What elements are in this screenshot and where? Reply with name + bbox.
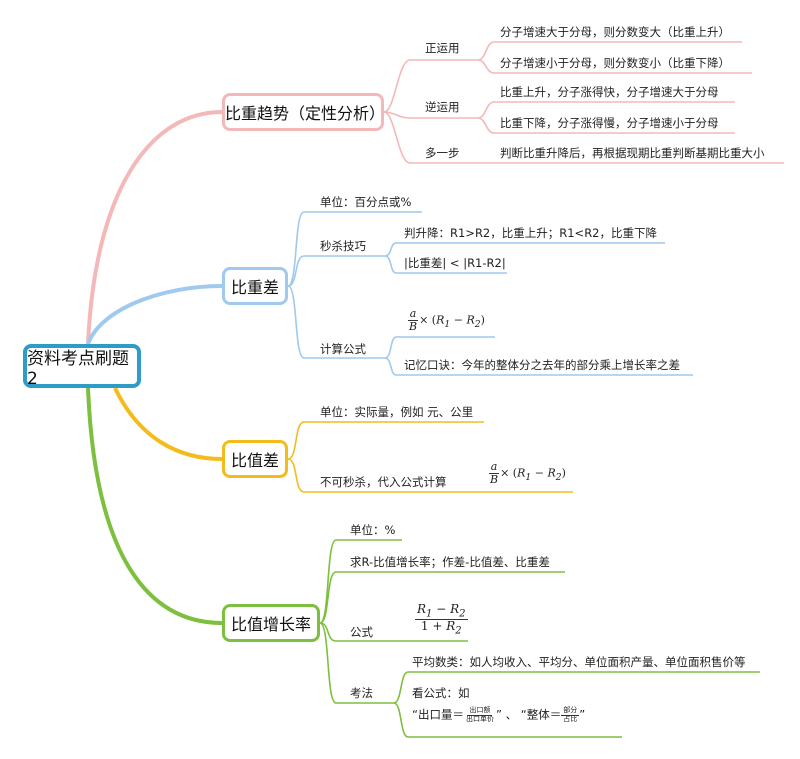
fraction-denominator: 1 + R2: [420, 619, 462, 637]
fraction-numerator: a: [407, 307, 419, 322]
trend-reverse-label[interactable]: 逆运用: [425, 100, 460, 114]
fraction-numerator: R1 − R2: [415, 602, 468, 621]
diff-formula-label[interactable]: 计算公式: [320, 342, 366, 356]
ratio-growth-node[interactable]: 比值增长率: [222, 604, 320, 642]
diff-trick-label[interactable]: 秒杀技巧: [320, 239, 366, 253]
ratio-diff-node[interactable]: 比值差: [222, 440, 288, 478]
fraction-denominator: 占比: [563, 714, 578, 723]
ratio-diff-label: 比值差: [230, 451, 279, 470]
fraction-denominator: 出口单价: [465, 714, 494, 723]
trend-reverse-item[interactable]: 比重上升，分子涨得快，分子增速大于分母: [500, 85, 719, 99]
diff-trick-item[interactable]: 判升降：R1>R2，比重上升；R1<R2，比重下降: [404, 226, 657, 240]
diff-unit[interactable]: 单位：百分点或%: [320, 195, 412, 209]
example-separator: 、: [505, 707, 518, 722]
ratio-growth-links: [319, 539, 760, 738]
fraction: a B: [407, 307, 419, 334]
expr-r2-sub: 2: [555, 471, 562, 483]
fraction-numerator: 部分: [561, 706, 580, 716]
expr-r1: R: [517, 466, 526, 480]
trend-reverse-item[interactable]: 比重下降，分子涨得慢，分子增速小于分母: [500, 116, 719, 130]
ratio-growth-formula-expr[interactable]: R1 − R2 1 + R2: [415, 602, 468, 637]
diff-node[interactable]: 比重差: [222, 267, 288, 305]
ratio-growth-exam-label[interactable]: 考法: [350, 686, 373, 700]
diff-formula-expr[interactable]: a B × (R1 − R2): [407, 307, 485, 334]
fraction: 出口额出口单价: [464, 706, 496, 723]
expr-r1-sub: 1: [444, 318, 451, 330]
ratio-diff-unit[interactable]: 单位：实际量，例如 元、公里: [320, 405, 474, 419]
root-node[interactable]: 资料考点刷题2: [23, 344, 141, 389]
ratio-growth-exam-see[interactable]: 看公式：如: [412, 686, 470, 700]
expr-open: × (: [419, 313, 437, 327]
example-open: “整体＝: [520, 707, 562, 722]
link-root-ratio-diff: [113, 387, 223, 461]
expr-minus: −: [450, 313, 467, 327]
ratio-growth-unit[interactable]: 单位：%: [350, 523, 396, 537]
diff-links: [287, 211, 693, 376]
expr-r2-sub: 2: [474, 318, 481, 330]
fraction-denominator: B: [490, 473, 499, 487]
expr-close: ): [561, 466, 566, 480]
example-open: “出口量＝: [412, 707, 464, 722]
expr-minus: −: [531, 466, 548, 480]
expr-r2: R: [466, 313, 475, 327]
link-root-trend: [86, 110, 223, 345]
ratio-growth-formula-label[interactable]: 公式: [350, 625, 373, 639]
trend-forward-item[interactable]: 分子增速小于分母，则分数变小（比重下降）: [500, 56, 730, 70]
trend-forward-label[interactable]: 正运用: [425, 41, 460, 55]
ratio-diff-links: [287, 421, 573, 493]
example-close: ”: [495, 707, 502, 722]
fraction-numerator: 出口额: [467, 706, 493, 716]
diff-mnemonic[interactable]: 记忆口诀：今年的整体分之去年的部分乘上增长率之差: [404, 358, 680, 372]
fraction: a B: [488, 460, 500, 487]
expr-r1-sub: 1: [525, 471, 532, 483]
expr-r1: R: [436, 313, 445, 327]
ratio-growth-exam-avg[interactable]: 平均数类：如人均收入、平均分、单位面积产量、单位面积售价等: [412, 655, 746, 669]
fraction: 部分占比: [561, 706, 580, 723]
root-label: 资料考点刷题2: [27, 348, 129, 389]
link-root-ratio-growth: [86, 387, 223, 625]
example-close: ”: [579, 707, 586, 722]
fraction-denominator: B: [409, 320, 418, 334]
diff-label: 比重差: [230, 278, 279, 297]
ratio-growth-exam-example[interactable]: “出口量＝出口额出口单价” 、 “整体＝部分占比”: [412, 706, 586, 723]
ratio-growth-find[interactable]: 求R-比值增长率；作差-比值差、比重差: [350, 555, 550, 569]
fraction-numerator: a: [488, 460, 500, 475]
trend-label: 比重趋势（定性分析）: [225, 104, 386, 123]
diff-trick-item[interactable]: |比重差| < |R1-R2|: [404, 256, 506, 270]
fraction: R1 − R2 1 + R2: [415, 602, 468, 637]
trend-extra-label[interactable]: 多一步: [425, 146, 460, 160]
trend-extra-text[interactable]: 判断比重升降后，再根据现期比重判断基期比重大小: [500, 146, 765, 160]
ratio-growth-label: 比值增长率: [230, 615, 311, 634]
expr-close: ): [480, 313, 485, 327]
trend-links: [383, 41, 784, 164]
link-root-diff: [86, 284, 223, 345]
expr-open: × (: [500, 466, 518, 480]
trend-node[interactable]: 比重趋势（定性分析）: [222, 93, 386, 131]
ratio-diff-expr[interactable]: a B × (R1 − R2): [488, 460, 566, 487]
trend-forward-item[interactable]: 分子增速大于分母，则分数变大（比重上升）: [500, 25, 730, 39]
ratio-diff-note[interactable]: 不可秒杀，代入公式计算: [320, 475, 447, 489]
expr-r2: R: [547, 466, 556, 480]
